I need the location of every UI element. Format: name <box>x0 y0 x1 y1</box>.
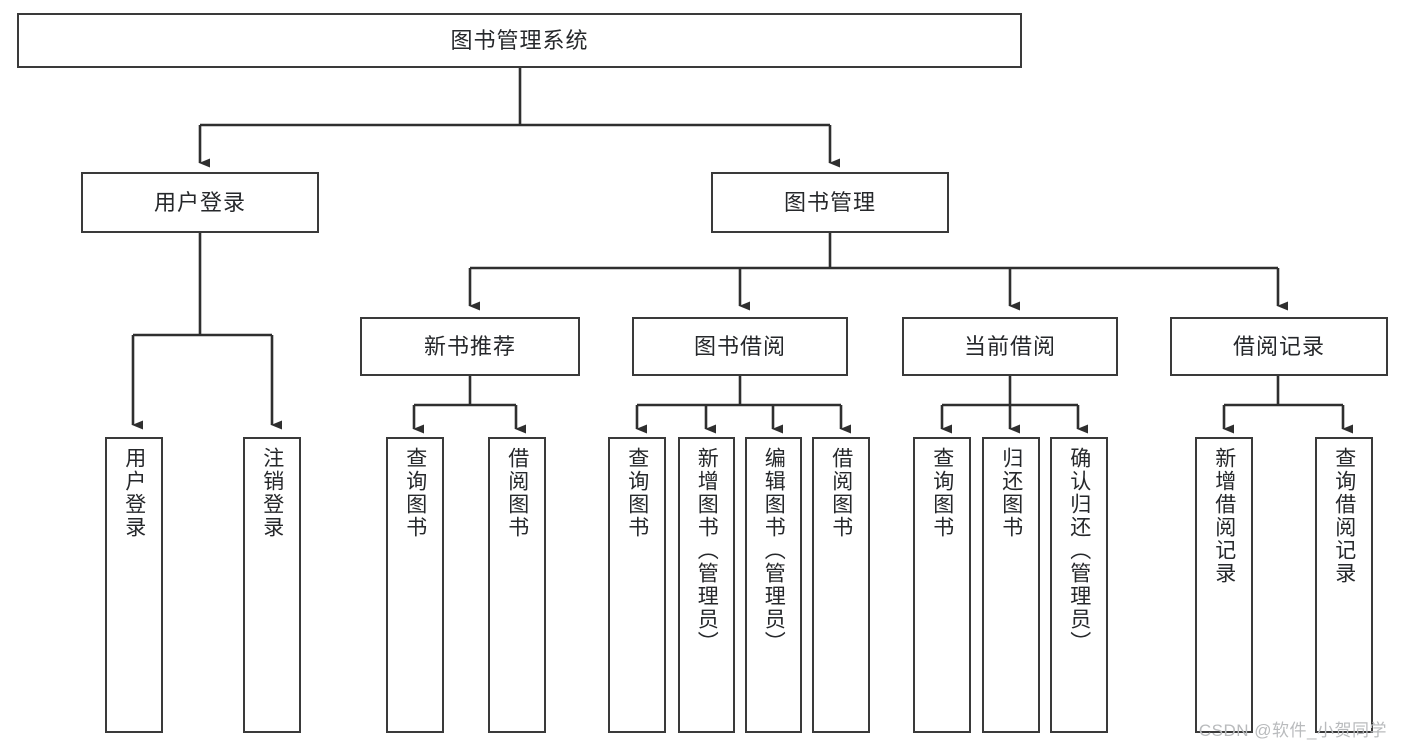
csdn-watermark: CSDN @软件_小贺同学 <box>1198 721 1387 740</box>
node-leaf-confirm-return[interactable]: 确认归还（管理员） <box>1050 437 1108 733</box>
node-user-login[interactable]: 用户登录 <box>81 172 319 233</box>
edge-user-login-to-leaves <box>131 233 282 430</box>
node-leaf-query-book-recommend[interactable]: 查询图书 <box>386 437 444 733</box>
leaf-label: 借阅图书 <box>505 447 529 539</box>
leaf-label: 查询图书 <box>625 447 649 539</box>
node-leaf-user-logout[interactable]: 注销登录 <box>243 437 301 733</box>
leaf-label: 归还图书 <box>999 447 1023 539</box>
node-leaf-edit-book[interactable]: 编辑图书（管理员） <box>745 437 802 733</box>
leaf-label: 借阅图书 <box>829 447 853 539</box>
leaf-label: 用户登录 <box>122 447 146 539</box>
node-leaf-add-book[interactable]: 新增图书（管理员） <box>678 437 735 733</box>
node-book-borrow[interactable]: 图书借阅 <box>632 317 848 376</box>
node-current-borrow[interactable]: 当前借阅 <box>902 317 1118 376</box>
leaf-label: 新增借阅记录 <box>1212 447 1236 585</box>
edge-new-book-recommend-to-leaves <box>412 376 526 434</box>
node-leaf-query-book-current[interactable]: 查询图书 <box>913 437 971 733</box>
node-leaf-user-login[interactable]: 用户登录 <box>105 437 163 733</box>
edge-current-borrow-to-leaves <box>940 376 1088 434</box>
node-leaf-return-book[interactable]: 归还图书 <box>982 437 1040 733</box>
node-leaf-query-book-borrow[interactable]: 查询图书 <box>608 437 666 733</box>
leaf-label: 新增图书（管理员） <box>695 447 719 654</box>
node-new-book-recommend[interactable]: 新书推荐 <box>360 317 580 376</box>
leaf-label: 查询图书 <box>403 447 427 539</box>
node-borrow-record[interactable]: 借阅记录 <box>1170 317 1388 376</box>
node-leaf-query-borrow-record[interactable]: 查询借阅记录 <box>1315 437 1373 733</box>
leaf-label: 编辑图书（管理员） <box>762 447 786 654</box>
node-leaf-borrow-book-recommend[interactable]: 借阅图书 <box>488 437 546 733</box>
node-root-system[interactable]: 图书管理系统 <box>17 13 1022 68</box>
leaf-label: 注销登录 <box>260 447 284 539</box>
edge-borrow-record-to-leaves <box>1222 376 1353 434</box>
node-book-management[interactable]: 图书管理 <box>711 172 949 233</box>
node-leaf-borrow-book[interactable]: 借阅图书 <box>812 437 870 733</box>
edge-book-borrow-to-leaves <box>635 376 851 434</box>
leaf-label: 确认归还（管理员） <box>1067 447 1091 654</box>
leaf-label: 查询图书 <box>930 447 954 539</box>
node-leaf-add-borrow-record[interactable]: 新增借阅记录 <box>1195 437 1253 733</box>
edge-root-to-level1 <box>198 68 840 168</box>
leaf-label: 查询借阅记录 <box>1332 447 1356 585</box>
edge-book-management-to-level2 <box>468 233 1288 311</box>
